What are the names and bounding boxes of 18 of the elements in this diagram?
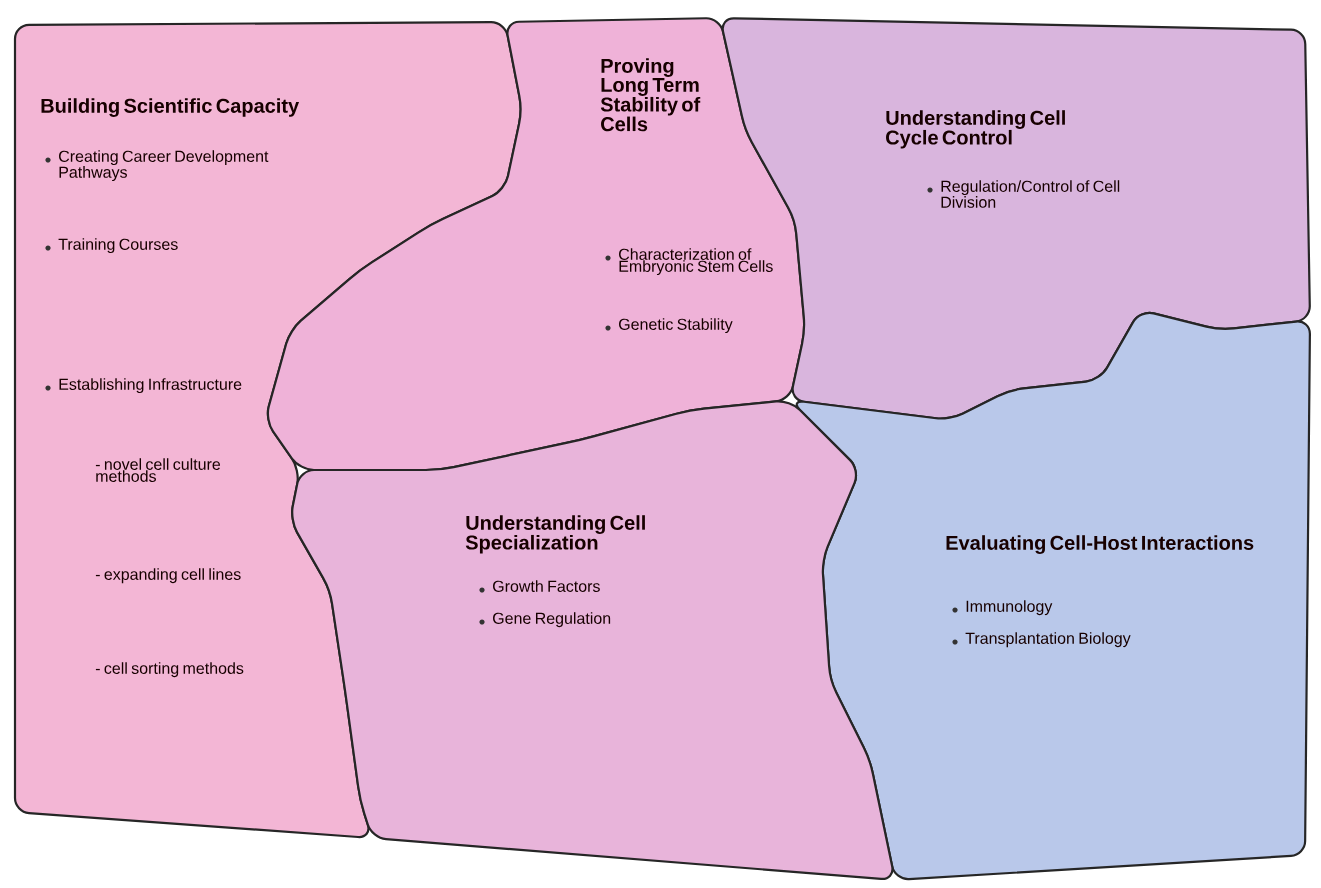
bullet-item: Transplantation Biology — [952, 632, 1131, 648]
heading: Building Scientific Capacity — [41, 98, 300, 117]
heading: Understanding Cell Specialization — [465, 515, 645, 554]
bullet-item: Gene Regulation — [479, 612, 611, 628]
bullet-item: Genetic Stability — [605, 318, 733, 334]
bullet-item: Creating Career Development Pathways — [45, 150, 269, 182]
heading: Understanding Cell Cycle Control — [886, 110, 1065, 149]
bullet-item: Regulation/Control of Cell Division — [927, 180, 1120, 208]
bullet-item: Growth Factors — [479, 580, 600, 593]
bullet-item: Training Courses — [45, 238, 178, 254]
heading: Proving Long Term Stability of Cells — [600, 58, 701, 132]
bullet-item: Establishing Infrastructure — [45, 378, 242, 394]
sub-item: - expanding cell lines — [95, 568, 241, 584]
sub-item: - cell sorting methods — [95, 662, 244, 678]
bullet-item: Immunology — [952, 600, 1053, 616]
sub-item: - novel cell culture methods — [95, 458, 221, 482]
bullet-item: Characterization of Embryonic Stem Cells — [605, 248, 773, 276]
heading: Evaluating Cell-Host Interactions — [946, 535, 1254, 554]
